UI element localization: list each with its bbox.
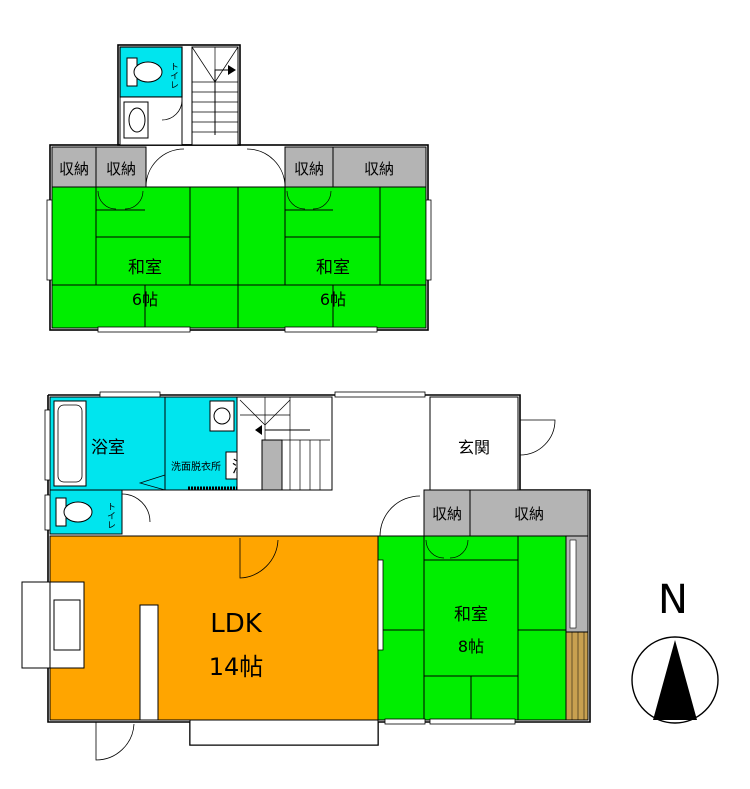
upper-room-right-size: 6帖 [320,290,346,309]
upper-room-right [237,186,427,329]
upper-storage-1-label: 収納 [59,160,89,178]
upper-storage-2-label: 収納 [106,160,136,178]
lower-stairs [236,396,333,491]
upper-hall-door-left [145,148,185,188]
kitchen-bay [21,581,51,669]
entrance [429,396,519,491]
lower-toilet-door [121,493,151,523]
lower-storage-2-label: 収納 [514,505,544,523]
lower-toilet-bowl-icon [55,497,93,527]
upper-room-left-name: 和室 [128,258,162,278]
bath-door-mark [138,474,166,491]
compass: N [631,577,719,724]
entrance-label: 玄関 [458,438,490,457]
ldk-back-door [95,722,135,761]
upper-storage-4-label: 収納 [364,160,394,178]
lower-room-size: 8帖 [458,637,484,656]
upper-toilet-label: トイレ [168,62,179,89]
ldk-size: 14帖 [209,653,264,681]
upper-floor: トイレ 収納 収納 収納 収納 [46,44,432,333]
upper-storage-3-label: 収納 [294,160,324,178]
upper-stairs [191,46,239,146]
lower-floor: 浴室 洗面脱衣所 洗 玄関 [21,391,591,761]
upper-hall-door-right [246,148,286,188]
upper-storage-2 [95,146,147,188]
upper-windows [46,199,432,333]
washroom-label: 洗面脱衣所 [171,460,221,473]
upper-storage-3 [284,146,334,188]
upper-toilet-bowl-icon [126,57,163,87]
upper-room-left [51,186,239,329]
upper-storage-1 [51,146,97,188]
wash-basin-icon [209,400,235,432]
ldk-door [239,538,279,579]
upper-storage-4 [332,146,427,188]
upper-room-right-name: 和室 [316,258,350,278]
lower-windows [44,391,516,725]
ldk-window-bay [189,719,379,746]
tokonoma [565,631,589,721]
compass-north-label: N [658,577,688,623]
lower-room-name: 和室 [454,605,488,625]
kitchen-sink-icon [53,599,81,651]
ldk-counter [139,604,159,721]
storage-door-swing [379,495,421,537]
sink-icon [123,101,149,139]
bathtub-icon [53,400,87,487]
ldk-name: LDK [210,609,263,639]
lower-toilet-label: トイレ [105,502,116,529]
lower-room [377,535,589,721]
upper-room-left-size: 6帖 [132,290,158,309]
ldk [21,535,379,761]
entrance-door [519,419,556,456]
bath-label: 浴室 [91,438,125,458]
upper-sink-door-swing [161,99,183,121]
lower-storage-1-label: 収納 [432,505,462,523]
compass-arrow-icon [653,640,697,720]
